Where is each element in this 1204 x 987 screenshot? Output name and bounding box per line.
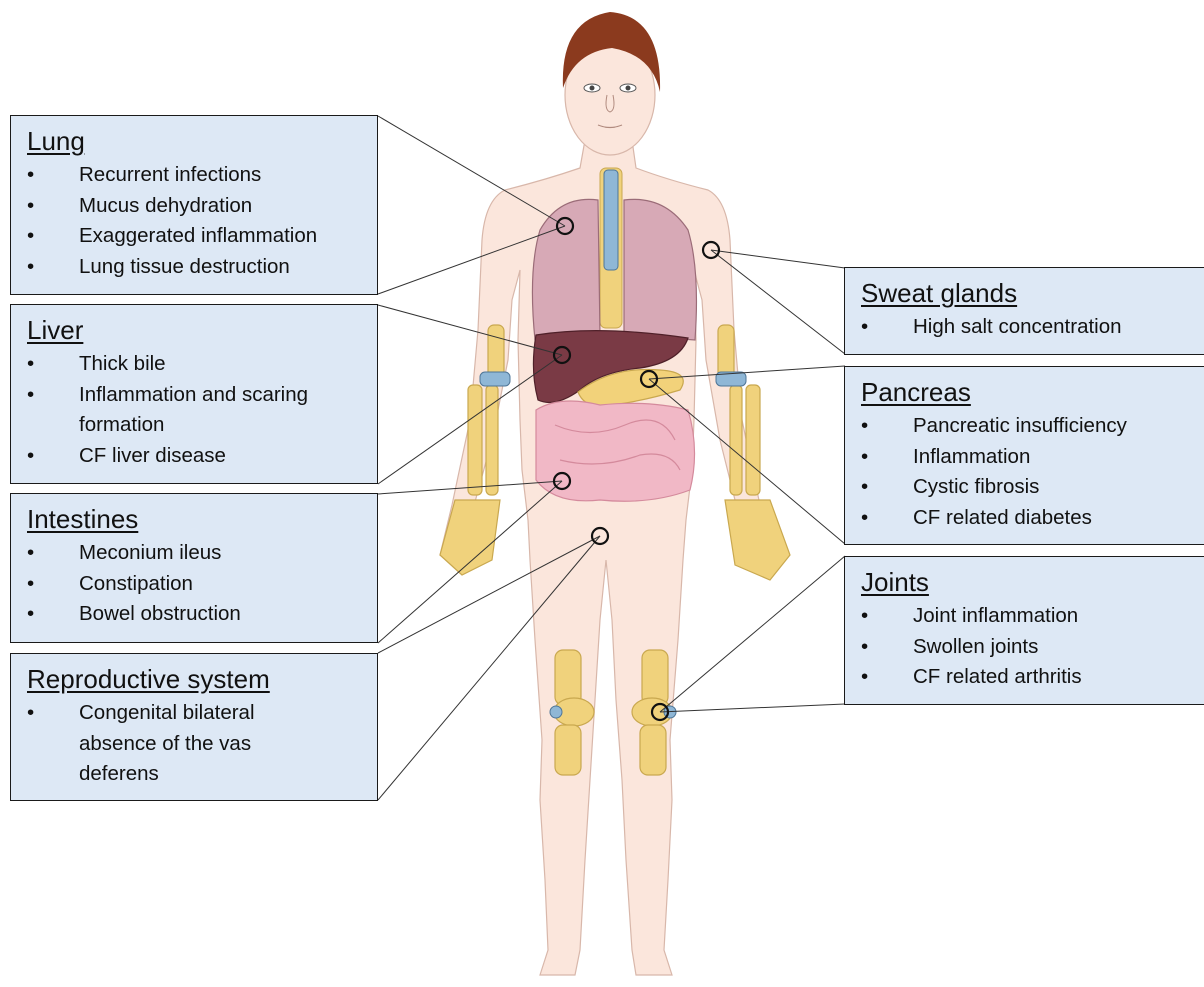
sweat-glands-box: Sweat glands High salt concentration [844,267,1204,355]
list-item: CF related arthritis [861,662,1197,693]
intestines-box: Intestines Meconium ileus Constipation B… [10,493,378,643]
head [563,12,660,155]
list-item: Inflammation [861,442,1197,473]
list-item: CF liver disease [27,441,361,472]
list-item: Swollen joints [861,632,1197,663]
list-item: Lung tissue destruction [27,252,361,283]
joints-title: Joints [861,567,1197,597]
intestines [536,401,695,501]
liver-list: Thick bile Inflammation and scaring form… [27,349,361,471]
liver-box: Liver Thick bile Inflammation and scarin… [10,304,378,484]
lung-box: Lung Recurrent infections Mucus dehydrat… [10,115,378,295]
list-item: Recurrent infections [27,160,361,191]
lung-title: Lung [27,126,361,156]
spine [600,168,622,328]
pancreas-box: Pancreas Pancreatic insufficiency Inflam… [844,366,1204,545]
intestines-title: Intestines [27,504,361,534]
lung-list: Recurrent infections Mucus dehydration E… [27,160,361,282]
list-item: Meconium ileus [27,538,361,569]
list-item: Exaggerated inflammation [27,221,361,252]
liver-title: Liver [27,315,361,345]
pancreas-list: Pancreatic insufficiency Inflammation Cy… [861,411,1197,533]
list-item: Cystic fibrosis [861,472,1197,503]
sweat-glands-title: Sweat glands [861,278,1197,308]
reproductive-list: Congenital bilateral absence of the vas … [27,698,277,790]
list-item: Inflammation and scaring formation [27,380,361,441]
list-item: High salt concentration [861,312,1197,343]
reproductive-box: Reproductive system Congenital bilateral… [10,653,378,801]
knee-bones [554,650,672,775]
list-item: Mucus dehydration [27,191,361,222]
joints-list: Joint inflammation Swollen joints CF rel… [861,601,1197,693]
joints-box: Joints Joint inflammation Swollen joints… [844,556,1204,705]
list-item: Joint inflammation [861,601,1197,632]
list-item: Bowel obstruction [27,599,361,630]
list-item: CF related diabetes [861,503,1197,534]
intestines-list: Meconium ileus Constipation Bowel obstru… [27,538,361,630]
reproductive-title: Reproductive system [27,664,361,694]
sweat-glands-list: High salt concentration [861,312,1197,343]
list-item: Pancreatic insufficiency [861,411,1197,442]
list-item: Thick bile [27,349,361,380]
list-item: Constipation [27,569,361,600]
list-item: Congenital bilateral absence of the vas … [27,698,277,790]
pancreas-title: Pancreas [861,377,1197,407]
